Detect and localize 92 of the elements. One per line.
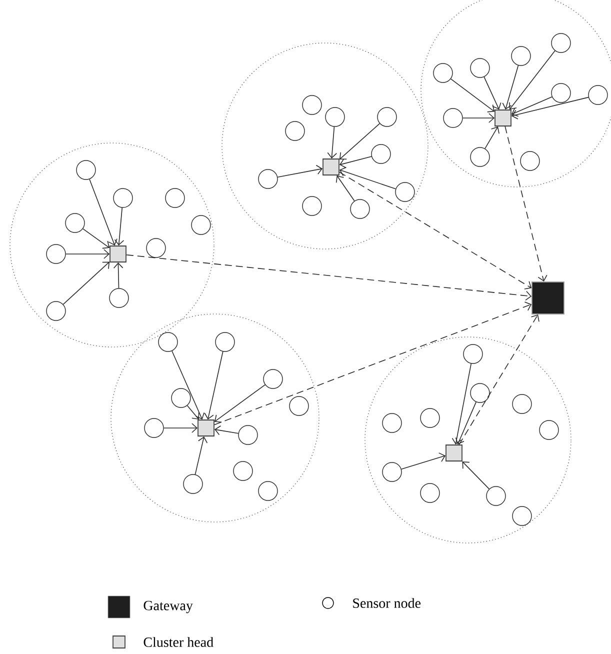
sensor-node [171,388,191,408]
arrow [65,249,110,259]
arrow [204,351,224,420]
dashed-arrow [214,302,532,426]
cluster-head [322,158,340,176]
arrow [339,166,396,190]
dashed-arrow [504,126,548,282]
sensor-node [443,108,463,128]
arrow [214,384,266,423]
sensor-node [371,144,391,164]
dashed-arrow [339,172,532,290]
legend-label: Gateway [144,600,193,614]
sensor-node [109,288,129,308]
arrow [502,65,519,110]
sensor-node [470,58,490,78]
sensor-node [551,33,571,53]
sensor-node [258,169,278,189]
sensor-node [302,95,322,115]
arrow [484,126,500,149]
sensor-node [382,462,402,482]
arrow [511,96,589,120]
sensor-node [463,344,483,364]
sensor-node [325,107,345,127]
arrow [89,178,118,246]
arrow [172,350,205,420]
sensor-node [486,486,506,506]
arrow [62,262,110,305]
arrow [113,262,124,289]
sensor-node [46,244,66,264]
sensor-node [258,481,278,501]
sensor-node [183,474,203,494]
cluster-head [494,110,512,126]
sensor-node [512,506,532,526]
dashed-arrow [126,254,532,301]
cluster-head [110,246,126,262]
arrow [462,113,495,123]
sensor-node [350,199,370,219]
arrow [339,123,380,160]
arrow [339,156,372,168]
sensor-node [520,151,540,171]
sensor-node [146,238,166,258]
arrow [277,164,323,178]
sensor-node [539,420,559,440]
sensor-node [46,301,66,321]
cluster-head [198,420,214,436]
sensor-node [511,46,531,66]
arrow [163,423,198,433]
arrow [508,50,556,110]
arrow [452,363,472,445]
sensor-node [420,408,440,428]
arrow [484,76,502,110]
sensor-node [215,332,235,352]
sensor-node [377,107,397,127]
arrow [455,402,476,445]
sensor-node [65,213,85,233]
arrow [186,405,200,420]
sensor-node [395,182,415,202]
sensor-node [382,413,402,433]
sensor-node [263,369,283,389]
sensor-node [76,160,96,180]
sensor-node [470,147,490,167]
cluster-head [446,444,462,462]
arrow [82,228,110,249]
sensor-node [285,121,305,141]
sensor-node [113,188,133,208]
sensor-node [165,188,185,208]
sensor-node [512,394,532,414]
sensor-node [433,63,453,83]
sensor-node [233,461,253,481]
arrow [450,78,495,112]
arrow [401,452,446,470]
gateway [532,282,564,314]
sensor-node [144,418,164,438]
arrow [511,96,552,117]
arrow [214,426,239,436]
sensor-node [238,425,258,445]
sensor-node [289,396,309,416]
arrow [114,207,124,246]
arrow [336,175,355,202]
sensor-node [470,383,490,403]
sensor-node [158,332,178,352]
sensor-node [191,215,211,235]
sensor-node [588,85,608,105]
sensor-node [420,483,440,503]
sensor-node [551,83,571,103]
legend-label: Sensor node [353,598,421,608]
legend-label: Cluster head [144,637,214,647]
dashed-arrow [458,314,540,445]
arrow [462,461,490,490]
arrow [194,436,208,475]
arrow [327,126,337,159]
sensor-node [302,196,322,216]
